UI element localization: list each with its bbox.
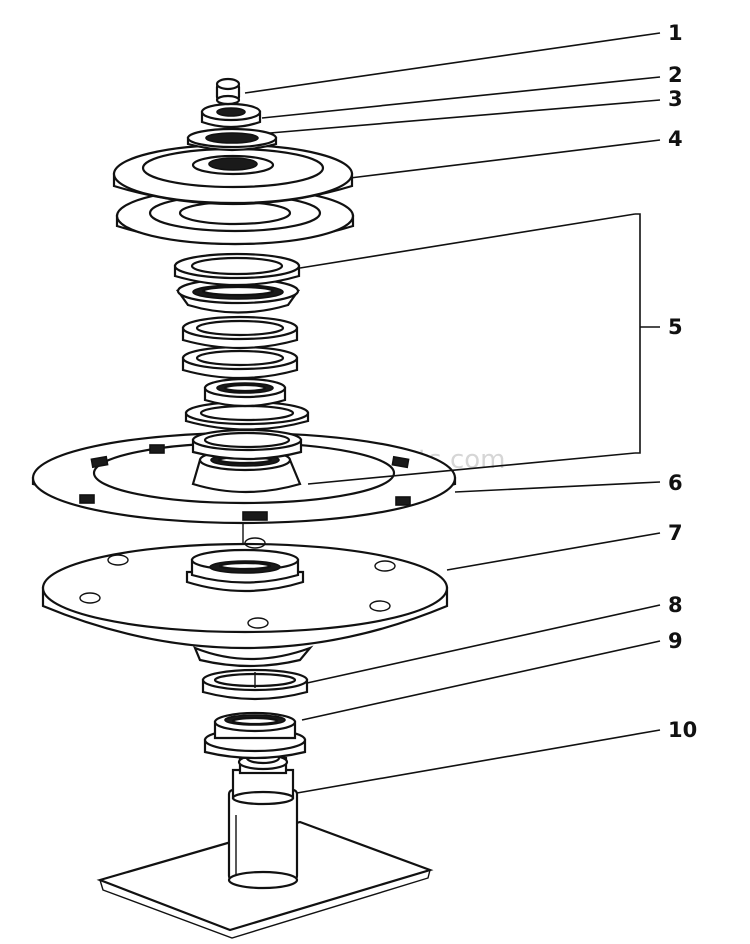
callout-4: 4 [668,127,683,151]
part-5-bearing-stack [173,252,310,494]
part-2-nut [200,102,262,129]
leader-lines [244,32,661,794]
callout-1: 1 [668,21,683,45]
part-1-bolt [215,77,241,106]
part-4-pulley [112,143,355,246]
callout-8: 8 [668,593,683,617]
part-10-spindle-housing [96,751,434,939]
callout-numbers: 1 2 3 4 5 6 7 8 9 10 [668,21,697,742]
callout-7: 7 [668,521,683,545]
callout-3: 3 [668,87,683,111]
callout-6: 6 [668,471,683,495]
part-3-washer [186,127,278,152]
part-7-housing-plate [41,537,449,668]
callout-2: 2 [668,63,683,87]
part-8-bearing-race [201,668,309,701]
callout-5: 5 [668,315,683,339]
part-9-bearing-cup [203,711,307,760]
callout-10: 10 [668,718,697,742]
callout-9: 9 [668,629,683,653]
